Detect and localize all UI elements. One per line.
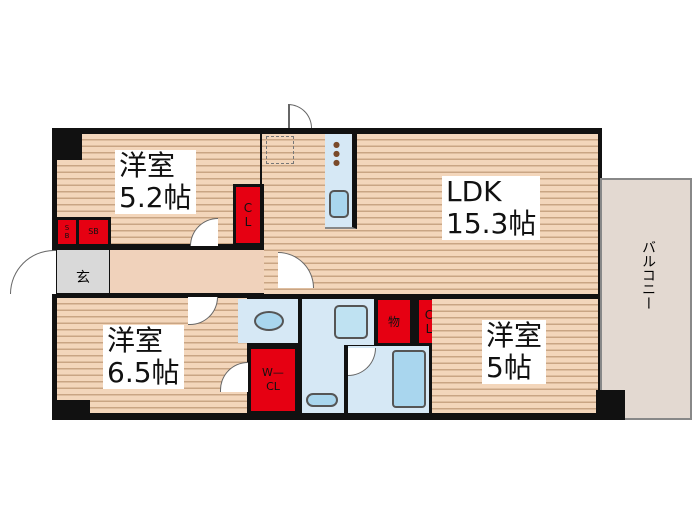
room-name: LDK: [446, 175, 502, 208]
western-room-1-label: 洋室 5.2帖: [115, 150, 196, 214]
sink-icon: [329, 190, 349, 218]
washbasin-icon: [306, 393, 338, 407]
entrance-label: 玄: [76, 270, 90, 286]
entrance-door[interactable]: [10, 250, 56, 294]
ldk-label: LDK 15.3帖: [442, 175, 541, 240]
room-size: 5帖: [486, 351, 532, 384]
ldk-edge: [262, 134, 264, 184]
hallway: [110, 250, 276, 293]
room-size: 15.3帖: [446, 207, 537, 240]
western-room-2-label: 洋室 6.5帖: [103, 325, 184, 389]
door[interactable]: [288, 104, 312, 128]
pillar: [57, 134, 82, 160]
closet-label: C L: [424, 307, 434, 336]
balcony: バルコニー: [600, 178, 692, 420]
kitchen-counter: ● ●●: [325, 134, 357, 229]
pillar: [57, 400, 90, 414]
entrance: 玄: [57, 250, 109, 293]
room-size: 5.2帖: [119, 181, 192, 214]
room-name: 洋室: [119, 149, 176, 182]
closet-label: C L: [243, 201, 253, 229]
ldk: [264, 134, 598, 294]
closet-1: C L: [233, 184, 263, 246]
walk-in-closet: W—CL: [248, 346, 298, 414]
toilet-icon: [254, 311, 284, 331]
room-name: 洋室: [107, 324, 164, 357]
room-size: 6.5帖: [107, 356, 180, 389]
bathtub-icon: [392, 350, 426, 408]
stove-icon: ● ●●: [333, 140, 340, 167]
kitchen-vent: [266, 136, 294, 164]
room-name: 洋室: [486, 319, 543, 352]
shoe-box-small-label: S B: [64, 224, 70, 240]
washing-machine-icon: [334, 305, 368, 339]
western-room-3-label: 洋室 5帖: [482, 319, 547, 384]
pillar: [596, 390, 625, 420]
walk-in-closet-label: W—CL: [262, 366, 284, 393]
storeroom-label: 物: [387, 314, 400, 329]
balcony-label: バルコニー: [640, 240, 656, 310]
shoe-box: SB: [76, 217, 111, 247]
toilet: [238, 299, 298, 343]
storeroom: 物: [375, 297, 413, 346]
shoe-box-label: SB: [88, 227, 99, 236]
